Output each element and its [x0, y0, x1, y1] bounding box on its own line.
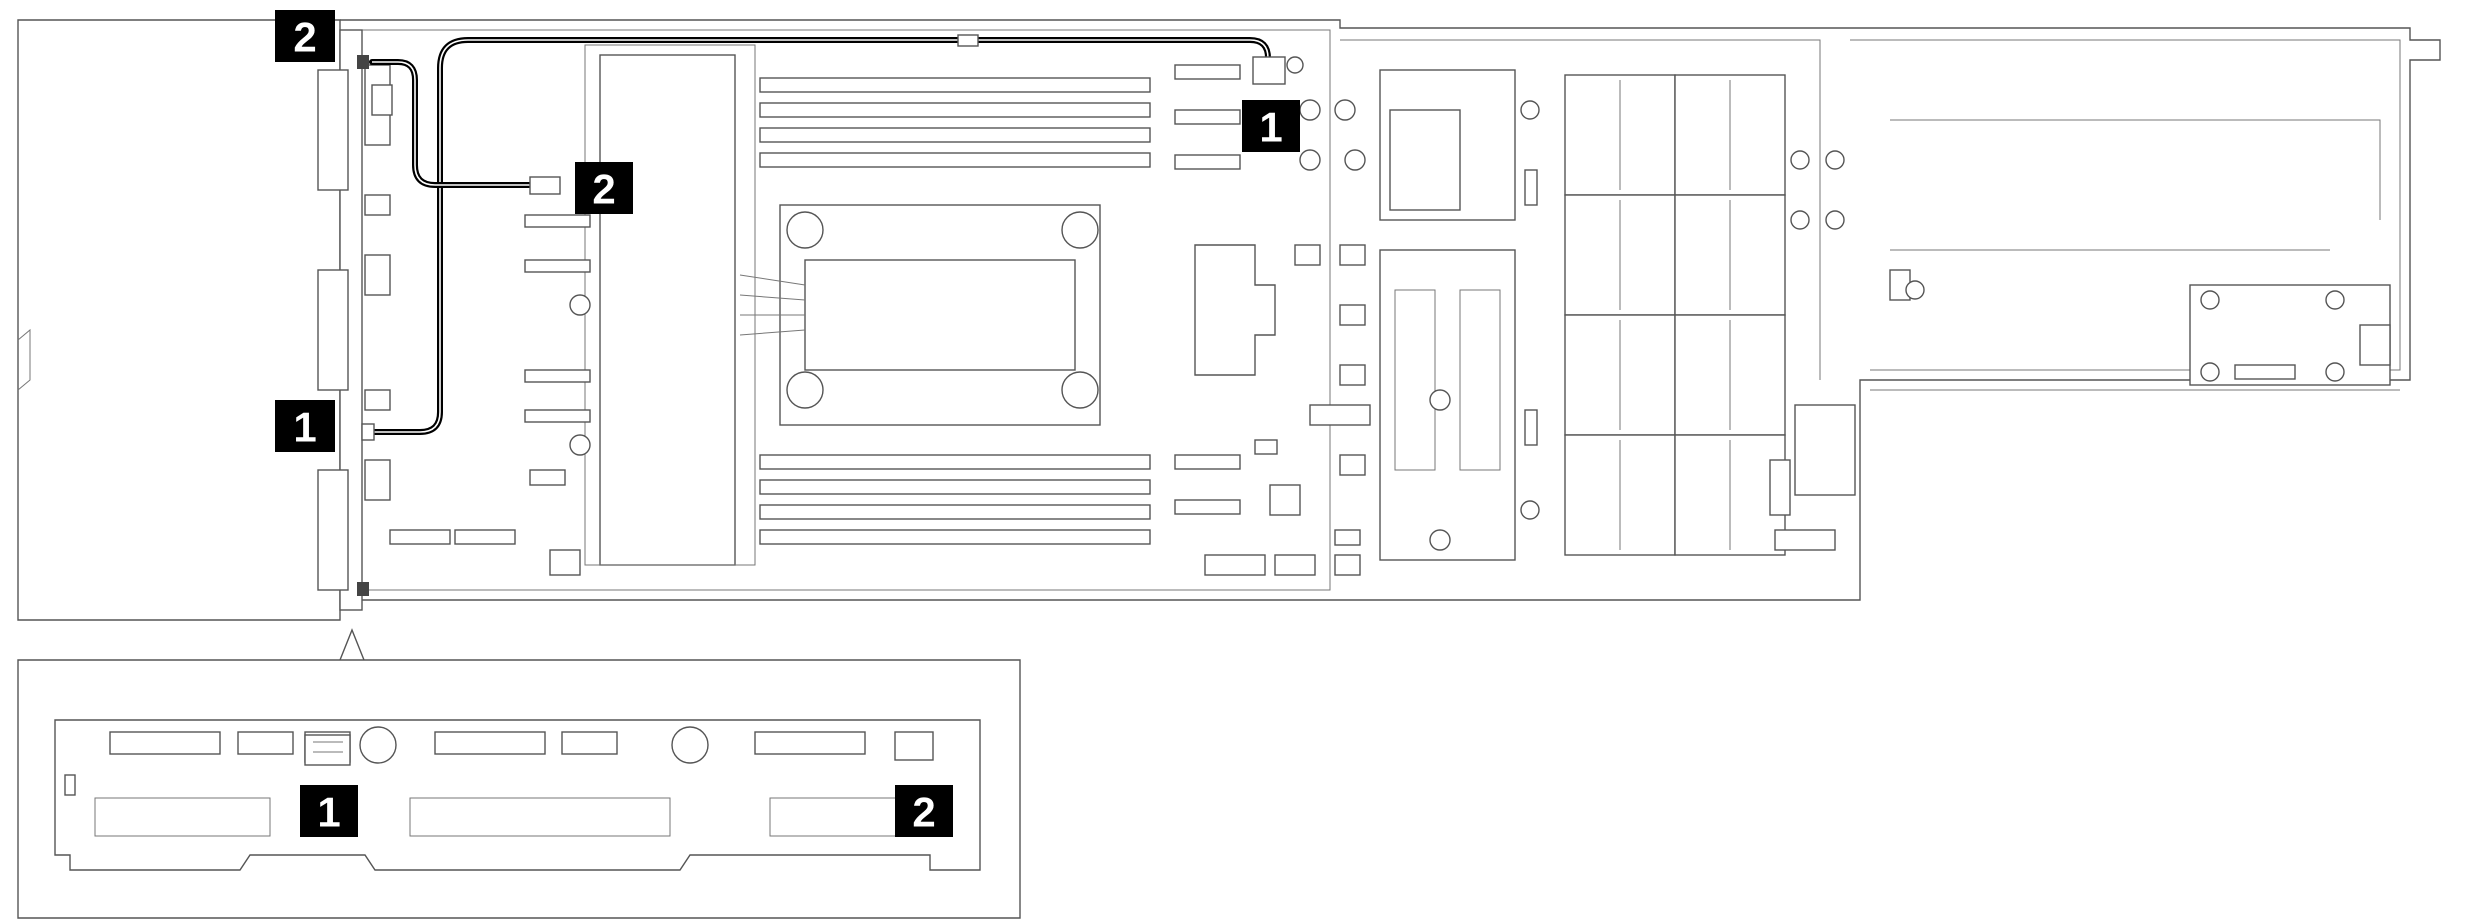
motherboard-components — [389, 44, 1371, 576]
callout-1-inset: 1 — [300, 785, 358, 837]
callout-2-top-left: 2 — [275, 10, 335, 62]
fan-modules — [1379, 69, 1786, 561]
rear-riser-area — [1769, 119, 2391, 551]
callout-1-inset-text: 1 — [317, 789, 340, 836]
cable-connector-1 — [361, 34, 1286, 441]
callout-1-mid-left-text: 1 — [293, 404, 316, 451]
callout-2-top-left-text: 2 — [293, 14, 316, 61]
inset-connector-1-graphic — [304, 734, 351, 766]
callout-2-inset-text: 2 — [912, 789, 935, 836]
callout-2-inset: 2 — [895, 785, 953, 837]
cable-connector-2 — [369, 59, 561, 195]
callout-1-board: 1 — [1242, 100, 1300, 152]
callout-2-board-text: 2 — [592, 166, 615, 213]
inset-backplane-detail — [54, 719, 981, 871]
callout-1-board-text: 1 — [1259, 104, 1282, 151]
backplane — [317, 29, 393, 611]
callout-1-mid-left: 1 — [275, 400, 335, 452]
callout-2-board: 2 — [575, 162, 633, 214]
front-drive-bay — [17, 19, 341, 621]
inset-pointer — [17, 628, 1021, 919]
